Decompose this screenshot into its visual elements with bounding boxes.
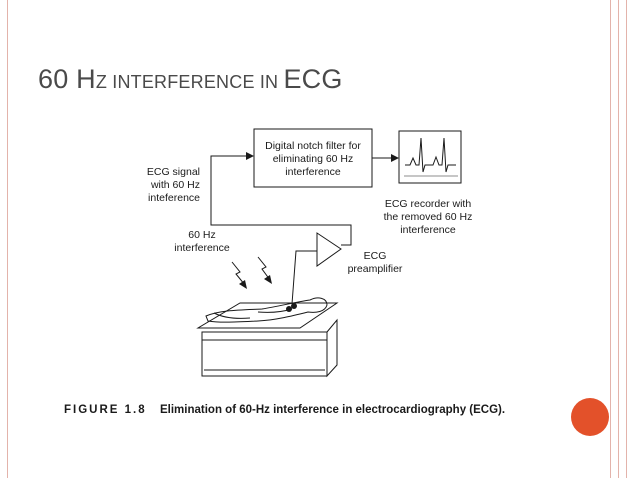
right-border-line [626,0,627,478]
slide-title: 60 HZ INTERFERENCE IN ECG [38,64,343,95]
signal-path-line [210,155,352,246]
recorder-label-line: interference [400,224,456,236]
recorder-label-line: the removed 60 Hz [384,211,473,223]
electrode-lead-wire [291,250,317,305]
arrow-head [264,275,272,284]
electrode-dot [286,306,292,312]
arrow-head [246,152,254,160]
preamplifier-triangle [316,232,342,267]
right-border-line [618,0,619,478]
right-border-line [610,0,611,478]
table-side [326,318,338,378]
patient-leg-line [213,312,251,319]
preamp-label-line: ECG [364,250,387,262]
interference-zigzag-2 [257,256,271,281]
electrode-dot [291,303,297,309]
patient-body [205,297,328,323]
figure-caption: Elimination of 60-Hz interference in ele… [160,404,505,416]
left-border-line [7,0,8,478]
title-part: ECG [283,64,343,94]
interference-label-line: interference [174,242,230,254]
ecg-recorder-box [398,130,462,184]
preamp-label-line: preamplifier [348,263,403,275]
filter-label-line: interference [285,166,341,178]
figure-number: FIGURE 1.8 [64,404,147,416]
arrow-head [239,280,247,289]
filter-label-line: Digital notch filter for [265,140,361,152]
ecg-signal-label-line: inteference [148,192,200,204]
title-part: 60 H [38,64,96,94]
arrow-head [391,154,399,162]
interference-label-line: 60 Hz [188,229,215,241]
interference-zigzag-1 [231,261,246,286]
ecg-signal-label-line: ECG signal [147,166,200,178]
filter-label-line: eliminating 60 Hz [273,153,354,165]
table-front [201,331,328,377]
ecg-trace [405,137,456,173]
recorder-label-line: ECG recorder with [385,198,472,210]
ecg-signal-label-line: with 60 Hz [150,179,200,191]
title-part: Z INTERFERENCE IN [95,72,284,92]
accent-circle [571,398,609,436]
